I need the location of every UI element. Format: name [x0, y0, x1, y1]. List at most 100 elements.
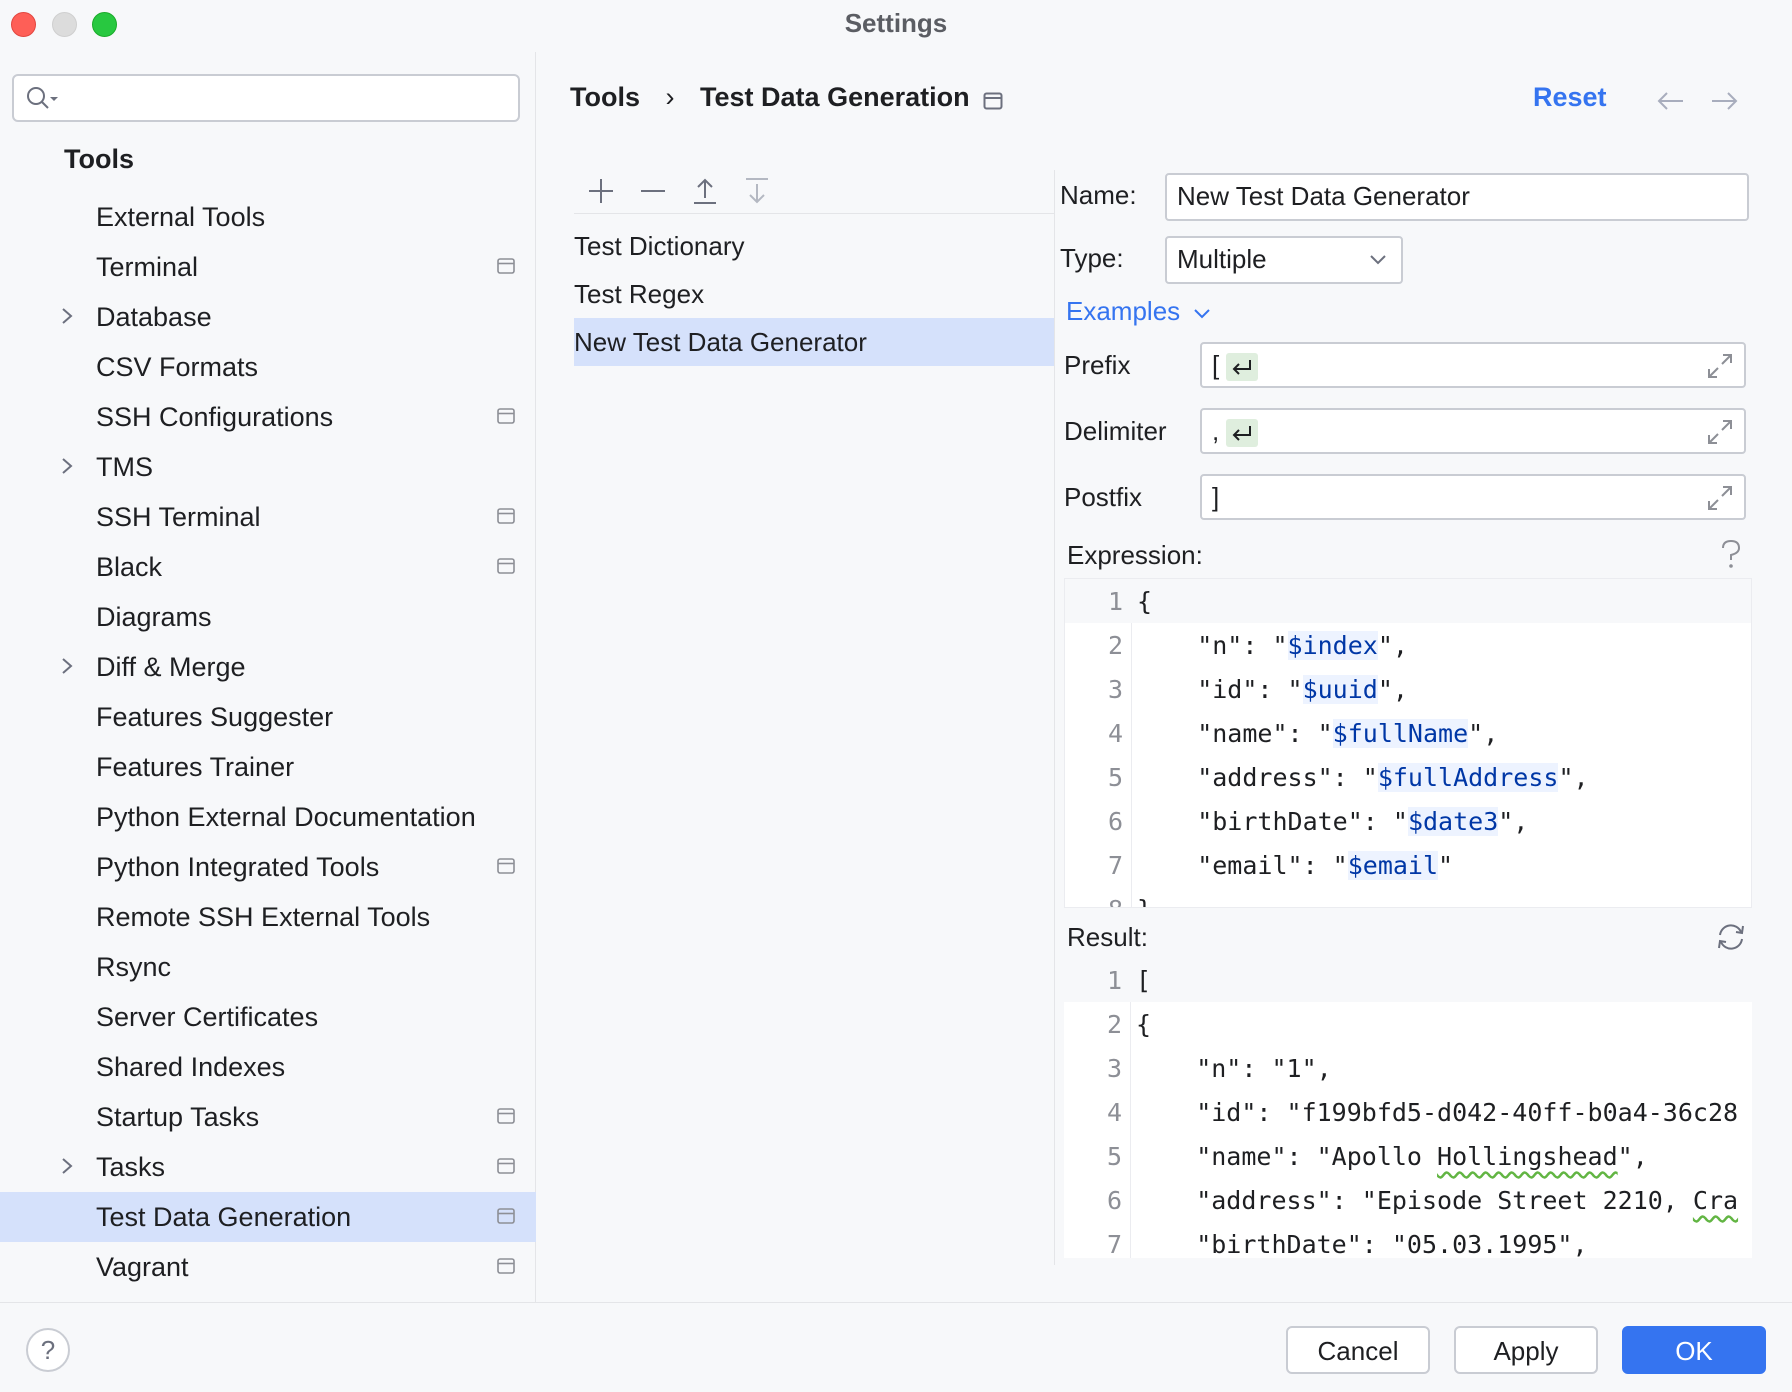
refresh-icon[interactable]: [1714, 922, 1748, 952]
sidebar-item[interactable]: TMS: [0, 442, 536, 492]
chevron-right-icon[interactable]: [60, 656, 74, 676]
expression-editor[interactable]: 1{2 "n": "$index",3 "id": "$uuid",4 "nam…: [1064, 578, 1752, 908]
code-text: {: [1136, 1010, 1151, 1039]
sidebar-item[interactable]: Features Trainer: [0, 742, 536, 792]
generator-item[interactable]: Test Regex: [574, 279, 705, 309]
sidebar-item[interactable]: Terminal: [0, 242, 536, 292]
code-text: "birthDate": "05.03.1995",: [1136, 1230, 1587, 1258]
back-arrow-icon[interactable]: [1656, 90, 1686, 112]
chevron-right-icon[interactable]: [60, 1156, 74, 1176]
code-line: 4 "name": "$fullName",: [1065, 711, 1751, 755]
project-scope-icon: [497, 558, 515, 574]
sidebar-item[interactable]: Tasks: [0, 1142, 536, 1192]
sidebar-item[interactable]: Black: [0, 542, 536, 592]
move-down-icon[interactable]: [740, 174, 774, 208]
sidebar-item-label: Python Integrated Tools: [96, 852, 380, 882]
add-icon[interactable]: [584, 174, 618, 208]
zoom-window-button[interactable]: [92, 12, 117, 37]
delimiter-field[interactable]: ,: [1200, 408, 1746, 454]
sidebar-item-label: Remote SSH External Tools: [96, 902, 431, 932]
chevron-right-icon[interactable]: [60, 306, 74, 326]
forward-arrow-icon[interactable]: [1709, 90, 1739, 112]
project-scope-icon: [497, 1158, 515, 1174]
code-text: "id": "$uuid",: [1137, 675, 1408, 704]
spellcheck-word: Cra: [1692, 1186, 1739, 1215]
code-line: 8}: [1065, 887, 1751, 907]
type-select[interactable]: Multiple: [1165, 236, 1403, 284]
sidebar-item[interactable]: SSH Terminal: [0, 492, 536, 542]
chevron-right-icon[interactable]: [60, 456, 74, 476]
expand-icon[interactable]: [1706, 418, 1734, 446]
result-editor[interactable]: 1[2{3 "n": "1",4 "id": "f199bfd5-d042-40…: [1064, 958, 1752, 1258]
postfix-field[interactable]: ]: [1200, 474, 1746, 520]
sidebar-item[interactable]: Python External Documentation: [0, 792, 536, 842]
code-token: ",: [1498, 807, 1529, 836]
code-text: "name": "$fullName",: [1137, 719, 1498, 748]
sidebar-item[interactable]: Database: [0, 292, 536, 342]
type-value: Multiple: [1177, 244, 1267, 274]
sidebar-item-label: Tasks: [96, 1152, 166, 1182]
postfix-value: ]: [1212, 482, 1220, 512]
sidebar-item[interactable]: Rsync: [0, 942, 536, 992]
expression-label: Expression:: [1067, 540, 1203, 570]
line-number: 6: [1106, 1186, 1122, 1215]
sidebar-item-label: SSH Terminal: [96, 502, 261, 532]
sidebar-item[interactable]: Server Certificates: [0, 992, 536, 1042]
sidebar-item-label: Features Suggester: [96, 702, 334, 732]
close-window-button[interactable]: [11, 12, 36, 37]
ok-button[interactable]: OK: [1622, 1326, 1766, 1374]
sidebar-item[interactable]: Diff & Merge: [0, 642, 536, 692]
move-up-icon[interactable]: [688, 174, 722, 208]
generator-item[interactable]: Test Dictionary: [574, 231, 745, 261]
sidebar-item[interactable]: Remote SSH External Tools: [0, 892, 536, 942]
spellcheck-word: Hollingshead: [1437, 1142, 1618, 1171]
sidebar-item[interactable]: Python Integrated Tools: [0, 842, 536, 892]
prefix-value-wrap: [: [1212, 350, 1259, 382]
reset-link[interactable]: Reset: [1533, 82, 1607, 112]
prefix-value: [: [1212, 350, 1220, 380]
remove-icon[interactable]: [636, 174, 670, 208]
sidebar-item[interactable]: Test Data Generation: [0, 1192, 536, 1242]
sidebar-item-label: Diagrams: [96, 602, 212, 632]
cancel-button[interactable]: Cancel: [1286, 1326, 1430, 1374]
gutter-line: [1130, 958, 1131, 1258]
help-button[interactable]: ?: [26, 1328, 70, 1372]
prefix-field[interactable]: [: [1200, 342, 1746, 388]
sidebar-section-title[interactable]: Tools: [64, 144, 134, 174]
settings-search-input[interactable]: [12, 74, 520, 122]
code-line: 1[: [1064, 958, 1752, 1002]
delimiter-value: ,: [1212, 416, 1220, 446]
panel-divider: [1054, 170, 1055, 1265]
expand-icon[interactable]: [1706, 352, 1734, 380]
sidebar-item[interactable]: Startup Tasks: [0, 1092, 536, 1142]
code-text: "address": "$fullAddress",: [1137, 763, 1589, 792]
sidebar-item[interactable]: Vagrant: [0, 1242, 536, 1292]
sidebar-item[interactable]: External Tools: [0, 192, 536, 242]
line-number: 6: [1107, 807, 1123, 836]
footer-divider: [0, 1302, 1792, 1303]
line-number: 3: [1106, 1054, 1122, 1083]
apply-button[interactable]: Apply: [1454, 1326, 1598, 1374]
sidebar-item[interactable]: SSH Configurations: [0, 392, 536, 442]
code-line: 3 "n": "1",: [1064, 1046, 1752, 1090]
code-token: {: [1136, 1010, 1152, 1039]
chevron-down-icon: [1194, 309, 1211, 319]
help-icon[interactable]: [1720, 538, 1742, 570]
sidebar-item[interactable]: Shared Indexes: [0, 1042, 536, 1092]
name-field[interactable]: New Test Data Generator: [1165, 173, 1749, 221]
examples-toggle[interactable]: Examples: [1066, 296, 1211, 327]
window-title: Settings: [844, 8, 948, 38]
sidebar-item[interactable]: CSV Formats: [0, 342, 536, 392]
minimize-window-button[interactable]: [52, 12, 77, 37]
sidebar-item[interactable]: Features Suggester: [0, 692, 536, 742]
sidebar-item-label: Test Data Generation: [96, 1202, 352, 1232]
breadcrumb-tools[interactable]: Tools: [570, 82, 640, 112]
expand-icon[interactable]: [1706, 484, 1734, 512]
project-scope-icon: [497, 258, 515, 274]
template-variable: $date3: [1407, 807, 1499, 836]
search-icon: [27, 87, 58, 109]
code-line: 4 "id": "f199bfd5-d042-40ff-b0a4-36c28: [1064, 1090, 1752, 1134]
generator-item-selected[interactable]: New Test Data Generator: [574, 318, 1054, 366]
code-text: "address": "Episode Street 2210, Cra: [1136, 1186, 1738, 1215]
sidebar-item[interactable]: Diagrams: [0, 592, 536, 642]
